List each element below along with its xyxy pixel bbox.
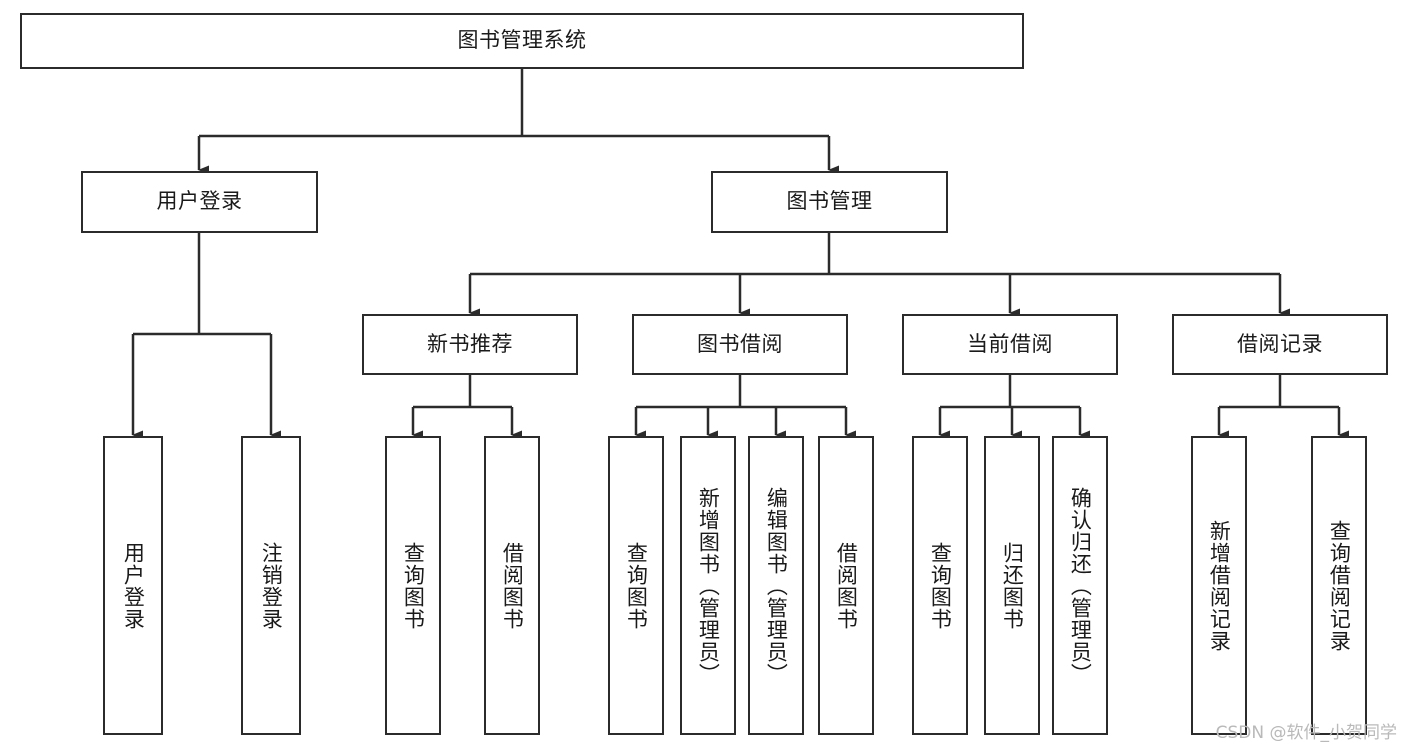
node-label: 用户登录: [121, 541, 146, 630]
node-label: 查询借阅记录: [1327, 519, 1352, 652]
node-leaf-add-book[interactable]: 新增图书（管理员）: [680, 436, 736, 735]
node-label: 查询图书: [928, 541, 953, 630]
node-current-borrow[interactable]: 当前借阅: [902, 314, 1118, 375]
node-label: 注销登录: [259, 541, 284, 630]
node-leaf-confirm-return[interactable]: 确认归还（管理员）: [1052, 436, 1108, 735]
node-label: 编辑图书（管理员）: [764, 486, 789, 685]
node-leaf-query-book-2[interactable]: 查询图书: [608, 436, 664, 735]
node-label: 新书推荐: [427, 331, 513, 356]
node-leaf-edit-book[interactable]: 编辑图书（管理员）: [748, 436, 804, 735]
node-leaf-query-record[interactable]: 查询借阅记录: [1311, 436, 1367, 735]
node-leaf-borrow-book-1[interactable]: 借阅图书: [484, 436, 540, 735]
node-user-login[interactable]: 用户登录: [81, 171, 318, 233]
node-leaf-return-book[interactable]: 归还图书: [984, 436, 1040, 735]
node-borrow-record[interactable]: 借阅记录: [1172, 314, 1388, 375]
node-label: 确认归还（管理员）: [1068, 486, 1093, 685]
node-label: 新增图书（管理员）: [696, 486, 721, 685]
node-label: 图书管理系统: [457, 28, 587, 53]
node-label: 图书借阅: [697, 331, 783, 356]
node-label: 查询图书: [401, 541, 426, 630]
node-label: 当前借阅: [967, 331, 1053, 356]
node-label: 借阅图书: [834, 541, 859, 630]
connector-paths: [131, 69, 1349, 440]
node-leaf-query-book-1[interactable]: 查询图书: [385, 436, 441, 735]
node-leaf-query-book-3[interactable]: 查询图书: [912, 436, 968, 735]
node-label: 查询图书: [624, 541, 649, 630]
node-label: 图书管理: [786, 189, 873, 214]
node-leaf-borrow-book-2[interactable]: 借阅图书: [818, 436, 874, 735]
node-book-borrow[interactable]: 图书借阅: [632, 314, 848, 375]
node-label: 借阅图书: [500, 541, 525, 630]
node-new-book-recommend[interactable]: 新书推荐: [362, 314, 578, 375]
node-label: 新增借阅记录: [1207, 519, 1232, 652]
node-leaf-add-record[interactable]: 新增借阅记录: [1191, 436, 1247, 735]
node-leaf-logout[interactable]: 注销登录: [241, 436, 301, 735]
node-leaf-user-login[interactable]: 用户登录: [103, 436, 163, 735]
node-root[interactable]: 图书管理系统: [20, 13, 1024, 69]
node-label: 归还图书: [1000, 541, 1025, 630]
node-label: 用户登录: [156, 189, 243, 214]
node-label: 借阅记录: [1237, 331, 1323, 356]
node-book-manage[interactable]: 图书管理: [711, 171, 948, 233]
